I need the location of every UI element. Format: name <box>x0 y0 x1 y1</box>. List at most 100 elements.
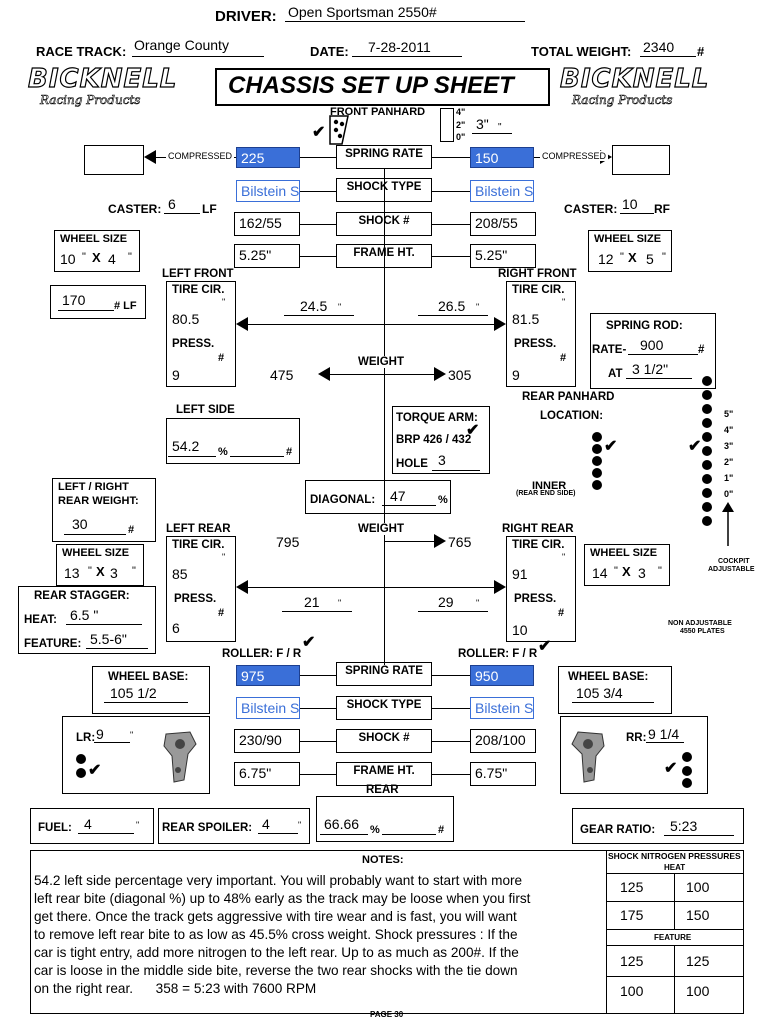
left-rear-label: LEFT REAR <box>166 523 231 535</box>
rear-spring-rate-left[interactable]: 975 <box>236 665 300 686</box>
check-mark-icon: ✔ <box>466 422 480 439</box>
rear-shock-type-right[interactable]: Bilstein S <box>470 697 534 719</box>
rear-weight-left[interactable]: 795 <box>276 534 300 550</box>
rf-tire-cir[interactable]: 81.5 <box>512 311 540 327</box>
panhard-scale-4: 4" <box>456 107 466 117</box>
rear-weight-label: REAR WEIGHT: <box>58 495 139 507</box>
compressed-box-left[interactable] <box>84 145 144 175</box>
rear-frame-ht-left[interactable]: 6.75" <box>234 762 300 786</box>
spring-rod-at[interactable]: 3 1/2" <box>632 361 669 377</box>
left-front-label: LEFT FRONT <box>162 268 234 280</box>
front-panhard-label: FRONT PANHARD <box>330 106 426 118</box>
wheel-size-lr-b[interactable]: 3 <box>110 565 118 581</box>
hole-value[interactable]: 3 <box>438 452 446 468</box>
compressed-box-right[interactable] <box>612 145 670 175</box>
wheel-size-lr-a[interactable]: 13 <box>64 565 80 581</box>
spring-rod-rate[interactable]: 900 <box>640 337 664 353</box>
nitrogen-heat-1-left[interactable]: 125 <box>620 879 644 895</box>
rear-shock-type-label: SHOCK TYPE <box>336 696 432 720</box>
bicknell-logo-left-sub: Racing Products <box>40 93 141 108</box>
compressed-label-right: COMPRESSED <box>540 151 609 161</box>
wheel-size-lf-b[interactable]: 4 <box>108 251 116 267</box>
torque-arm-label: TORQUE ARM: <box>396 412 478 424</box>
panhard-scale-0: 0" <box>456 132 466 142</box>
wheel-size-rf-b[interactable]: 5 <box>646 251 654 267</box>
lr-tire-cir[interactable]: 85 <box>172 566 188 582</box>
rear-spring-rate-right[interactable]: 950 <box>470 665 534 686</box>
rr-tire-cir[interactable]: 91 <box>512 566 528 582</box>
check-mark-icon: ✔ <box>312 124 326 141</box>
lf-value[interactable]: 170 <box>62 292 86 308</box>
rr-press[interactable]: 10 <box>512 622 528 638</box>
front-spring-rate-left[interactable]: 225 <box>236 147 300 168</box>
front-shock-type-label: SHOCK TYPE <box>336 178 432 202</box>
nitrogen-feature-1-right[interactable]: 125 <box>686 953 710 969</box>
rear-stagger-right[interactable]: 29 <box>438 594 454 610</box>
wheel-base-right-label: WHEEL BASE: <box>568 671 649 683</box>
race-track-label: RACE TRACK: <box>36 44 127 59</box>
lr-press[interactable]: 6 <box>172 620 180 636</box>
diagonal-value[interactable]: 47 <box>390 488 406 504</box>
date-value[interactable]: 7-28-2011 <box>368 39 431 55</box>
caster-right-value[interactable]: 10 <box>622 196 638 212</box>
nitrogen-feature-1-left[interactable]: 125 <box>620 953 644 969</box>
wheel-size-lf-label: WHEEL SIZE <box>60 233 128 245</box>
rear-shock-num-left[interactable]: 230/90 <box>234 729 300 753</box>
lf-press[interactable]: 9 <box>172 367 180 383</box>
wheel-base-right[interactable]: 105 3/4 <box>576 685 623 701</box>
notes-title: NOTES: <box>362 854 404 866</box>
rear-spring-rate-label: SPRING RATE <box>336 662 432 686</box>
front-frame-ht-left[interactable]: 5.25" <box>234 244 300 268</box>
caster-left-value[interactable]: 6 <box>168 196 176 212</box>
front-weight-left[interactable]: 475 <box>270 367 294 383</box>
wheel-size-rr-a[interactable]: 14 <box>592 565 608 581</box>
fuel-value[interactable]: 4 <box>84 816 92 832</box>
wheel-size-rf-a[interactable]: 12 <box>598 251 614 267</box>
nitrogen-heat-2-left[interactable]: 175 <box>620 907 644 923</box>
front-frame-ht-right[interactable]: 5.25" <box>470 244 536 268</box>
front-stagger-left[interactable]: 24.5 <box>300 298 328 314</box>
roller-right-label: ROLLER: F / R <box>458 648 538 660</box>
nitrogen-heat-1-right[interactable]: 100 <box>686 879 710 895</box>
rear-spoiler-value[interactable]: 4 <box>262 816 270 832</box>
left-side-value[interactable]: 54.2 <box>172 438 200 454</box>
right-rear-label: RIGHT REAR <box>502 523 574 535</box>
total-weight-value[interactable]: 2340 <box>643 39 675 55</box>
wheel-size-rr-label: WHEEL SIZE <box>590 547 658 559</box>
rear-frame-ht-right[interactable]: 6.75" <box>470 762 536 786</box>
lr-value[interactable]: 9 <box>96 726 104 742</box>
front-stagger-right[interactable]: 26.5 <box>438 298 466 314</box>
rf-press[interactable]: 9 <box>512 367 520 383</box>
wheel-base-left[interactable]: 105 1/2 <box>110 685 157 701</box>
gear-ratio-value[interactable]: 5:23 <box>670 818 698 834</box>
caster-left-label: CASTER: <box>108 202 162 216</box>
front-weight-right[interactable]: 305 <box>448 367 472 383</box>
rear-frame-ht-label: FRAME HT. <box>336 762 432 786</box>
front-panhard-value[interactable]: 3" <box>476 116 489 132</box>
wheel-size-lf-a[interactable]: 10 <box>60 251 76 267</box>
nitrogen-feature-2-right[interactable]: 100 <box>686 983 710 999</box>
rear-weight-right[interactable]: 765 <box>448 534 472 550</box>
rear-shock-num-right[interactable]: 208/100 <box>470 729 536 753</box>
front-shock-num-right[interactable]: 208/55 <box>470 212 536 236</box>
front-shock-type-right[interactable]: Bilstein S <box>470 180 534 202</box>
rr-value[interactable]: 9 1/4 <box>648 726 680 742</box>
rear-weight-value[interactable]: 30 <box>72 516 88 532</box>
heat-stagger-value[interactable]: 6.5 " <box>70 607 99 623</box>
rear-pct-label: REAR <box>366 784 399 796</box>
diagonal-label: DIAGONAL: <box>310 494 376 506</box>
front-shock-type-left[interactable]: Bilstein S <box>236 180 300 202</box>
driver-value[interactable]: Open Sportsman 2550# <box>288 4 437 20</box>
rear-pct-value[interactable]: 66.66 <box>324 816 360 832</box>
wheel-size-rr-b[interactable]: 3 <box>638 565 646 581</box>
race-track-value[interactable]: Orange County <box>134 37 229 53</box>
rear-shock-type-left[interactable]: Bilstein S <box>236 697 300 719</box>
rear-stagger-left[interactable]: 21 <box>304 594 320 610</box>
feature-stagger-value[interactable]: 5.5-6" <box>90 631 127 647</box>
nitrogen-feature-2-left[interactable]: 100 <box>620 983 644 999</box>
nitrogen-heat-2-right[interactable]: 150 <box>686 907 710 923</box>
front-shock-num-left[interactable]: 162/55 <box>234 212 300 236</box>
front-spring-rate-right[interactable]: 150 <box>470 147 534 168</box>
caster-right-label: CASTER: <box>564 202 618 216</box>
lf-tire-cir[interactable]: 80.5 <box>172 311 200 327</box>
